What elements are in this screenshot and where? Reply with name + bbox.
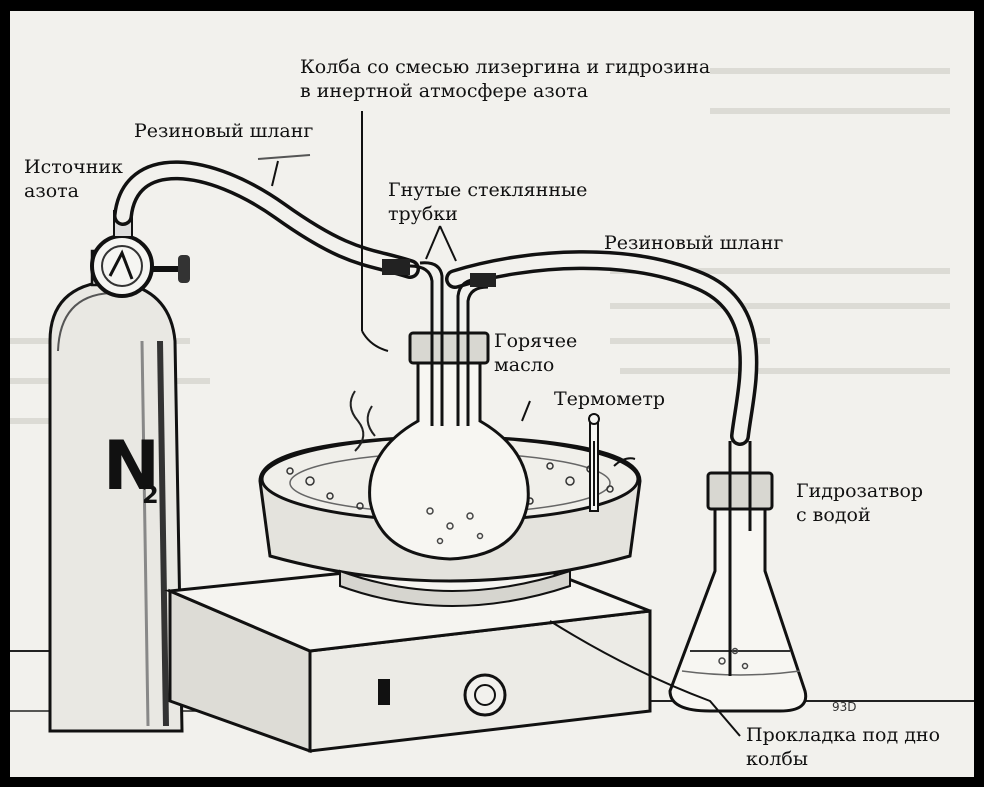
hot-oil-pointer <box>522 401 530 421</box>
nitrogen-cylinder: N 2 <box>50 251 182 731</box>
label-bent-tubes: Гнутые стеклянные трубки <box>388 178 587 226</box>
illustration-canvas: N 2 <box>10 11 974 777</box>
label-flask-pad: Прокладка под дно колбы <box>746 723 940 771</box>
label-flask-mixture: Колба со смесью лизергина и гидрозина в … <box>300 55 710 103</box>
label-water-seal: Гидрозатвор с водой <box>796 479 923 527</box>
hot-plate <box>170 556 650 751</box>
hose-label-mark <box>258 155 310 159</box>
water-seal-flask <box>670 441 806 711</box>
tube-label-arrows <box>426 226 456 261</box>
label-hot-oil: Горячее масло <box>494 329 577 377</box>
label-nitrogen-source: Источник азота <box>24 155 123 203</box>
hose-label-arrow <box>272 161 278 186</box>
stray-mark: 93D <box>832 700 857 714</box>
pressure-gauge <box>92 211 190 296</box>
label-rubber-hose-left: Резиновый шланг <box>134 119 313 143</box>
cylinder-mark-subscript: 2 <box>142 481 159 509</box>
label-rubber-hose-right: Резиновый шланг <box>604 231 783 255</box>
label-thermometer: Термометр <box>554 387 665 411</box>
